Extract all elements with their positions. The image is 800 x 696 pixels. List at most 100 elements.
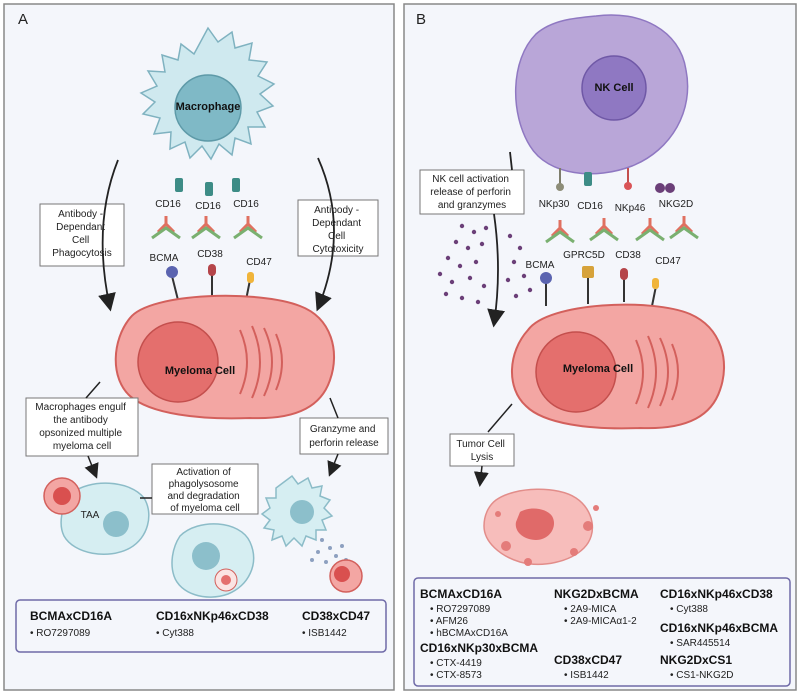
antigen-label-b-3: CD38 — [615, 250, 641, 261]
engulf-text: Macrophages engulf the antibody opsonize… — [35, 402, 128, 452]
arrow-granzyme — [327, 453, 342, 477]
lysis-text: Tumor Cell Lysis — [456, 439, 507, 463]
drug-b-1-item-2: AFM26 — [436, 616, 469, 627]
antigen-label-b-1: BCMA — [526, 260, 555, 271]
drug-b-6-item-1: SAR445514 — [676, 638, 730, 649]
svg-text:• RO7297089: • RO7297089 — [430, 604, 491, 615]
arrow-engulf — [84, 455, 99, 479]
nk-receptors — [556, 168, 675, 193]
er-lines-a — [239, 325, 283, 399]
lysed-cell — [483, 488, 599, 566]
drug-b-2-name: CD16xNKp30xBCMA — [420, 641, 538, 655]
granzyme-text: Granzyme and perforin release — [309, 424, 379, 449]
activation-box — [419, 169, 525, 215]
panel-b: B NK Cell NKp30 CD16 NKp46 NKG2D — [403, 3, 797, 691]
svg-text:• CTX-8573: • CTX-8573 — [430, 670, 482, 681]
arrow-adcp — [98, 159, 119, 312]
drug-b-7-name: NKG2DxCS1 — [660, 653, 732, 667]
receptor-label-a-2: CD16 — [195, 201, 221, 212]
arrow-activation — [487, 213, 506, 328]
antigen-label-a-1: BCMA — [150, 253, 179, 264]
panel-b-letter: B — [416, 11, 426, 28]
arrow-adcc — [315, 157, 335, 312]
antigen-label-b-4: CD47 — [655, 256, 681, 267]
perforin-dots — [437, 223, 533, 305]
nk-cell-label: NK Cell — [594, 82, 633, 94]
drug-box-b — [413, 577, 791, 687]
svg-text:• ISB1442: • ISB1442 — [564, 670, 609, 681]
svg-text:• CS1-NKG2D: • CS1-NKG2D — [670, 670, 734, 681]
drug-b-3-item-1: 2A9-MICA — [570, 604, 616, 615]
panel-a: A Macrophage CD16 CD16 CD16 Antibody - D… — [3, 3, 395, 691]
macrophage-nucleus — [174, 74, 242, 142]
phagolysosome-core — [221, 575, 231, 585]
macrophage-label: Macrophage — [176, 101, 241, 113]
granzyme-box — [299, 417, 389, 455]
drug-a-3: CD38xCD47 • ISB1442 — [302, 609, 370, 639]
drug-b-5-item-1: Cyt388 — [676, 604, 708, 615]
antibodies-a — [151, 216, 263, 240]
target-myeloma-a-nucleus — [334, 566, 350, 582]
receptor-label-a-1: CD16 — [155, 199, 181, 210]
taa-label: TAA — [81, 510, 100, 521]
drug-b-6-name: CD16xNKp46xBCMA — [660, 621, 778, 635]
antigens-a — [166, 264, 254, 301]
nk-nucleus — [581, 55, 647, 121]
antigen-label-b-2: GPRC5D — [563, 250, 605, 261]
drug-b-1-item-1: RO7297089 — [436, 604, 490, 615]
drug-b-3-name: NKG2DxBCMA — [554, 587, 639, 601]
engulfing-macrophage-nucleus — [103, 511, 129, 537]
drug-b-3-item-2: 2A9-MICAα1-2 — [570, 616, 637, 627]
drug-a-2-name: CD16xNKp46xCD38 — [156, 609, 269, 623]
antigen-label-a-2: CD38 — [197, 249, 223, 260]
drug-b-col1: BCMAxCD16A • RO7297089 • AFM26 • hBCMAxC… — [420, 587, 538, 681]
drug-a-3-item: ISB1442 — [308, 628, 347, 639]
panel-a-letter: A — [18, 11, 28, 28]
myeloma-label-a: Myeloma Cell — [165, 365, 235, 377]
receptor-label-b-2: CD16 — [577, 201, 603, 212]
releasing-macrophage-nucleus — [290, 500, 314, 524]
connector-activation — [509, 151, 513, 171]
drug-b-1-item-3: hBCMAxCD16A — [436, 628, 508, 639]
drug-a-1: BCMAxCD16A • RO7297089 — [30, 609, 112, 639]
drug-b-col3: CD16xNKp46xCD38 • Cyt388 CD16xNKp46xBCMA… — [660, 587, 778, 681]
connector-engulf — [85, 381, 101, 399]
drug-a-3-name: CD38xCD47 — [302, 609, 370, 623]
receptor-label-b-3: NKp46 — [615, 203, 646, 214]
svg-text:• Cyt388: • Cyt388 — [156, 628, 194, 639]
antigens-b — [540, 266, 659, 307]
connector-granzyme — [329, 397, 339, 419]
svg-text:• AFM26: • AFM26 — [430, 616, 468, 627]
cd16-receptors-a — [175, 178, 240, 196]
er-lines-b — [635, 335, 679, 409]
adcp-box — [39, 203, 125, 267]
svg-text:• hBCMAxCD16A: • hBCMAxCD16A — [430, 628, 508, 639]
antigen-label-a-3: CD47 — [246, 257, 272, 268]
degrading-macrophage-nucleus — [192, 542, 220, 570]
drug-b-7-item-1: CS1-NKG2D — [676, 670, 733, 681]
svg-text:• SAR445514: • SAR445514 — [670, 638, 731, 649]
svg-text:• ISB1442: • ISB1442 — [302, 628, 347, 639]
antibodies-b — [545, 216, 699, 244]
engulf-box — [25, 397, 139, 457]
drug-a-2: CD16xNKp46xCD38 • Cyt388 — [156, 609, 269, 639]
myeloma-label-b: Myeloma Cell — [563, 363, 633, 375]
drug-box-a — [15, 599, 387, 653]
activation-text: NK cell activation release of perforin a… — [430, 174, 513, 211]
svg-text:• RO7297089: • RO7297089 — [30, 628, 91, 639]
drug-a-1-item: RO7297089 — [36, 628, 90, 639]
myeloma-nucleus-a — [137, 321, 219, 403]
drug-b-col2: NKG2DxBCMA • 2A9-MICA • 2A9-MICAα1-2 CD3… — [554, 587, 639, 681]
connector-lysis — [487, 403, 513, 433]
receptor-label-b-4: NKG2D — [659, 199, 693, 210]
adcc-text: Antibody - Dependant Cell Cytotoxicity — [312, 205, 364, 255]
drug-a-2-item: Cyt388 — [162, 628, 194, 639]
engulfed-myeloma-nucleus — [53, 487, 71, 505]
phago-box — [151, 463, 259, 515]
svg-text:• Cyt388: • Cyt388 — [670, 604, 708, 615]
myeloma-nucleus-b — [535, 331, 617, 413]
receptor-label-b-1: NKp30 — [539, 199, 570, 210]
adcc-box — [297, 199, 379, 257]
arrow-lysis — [473, 465, 489, 487]
